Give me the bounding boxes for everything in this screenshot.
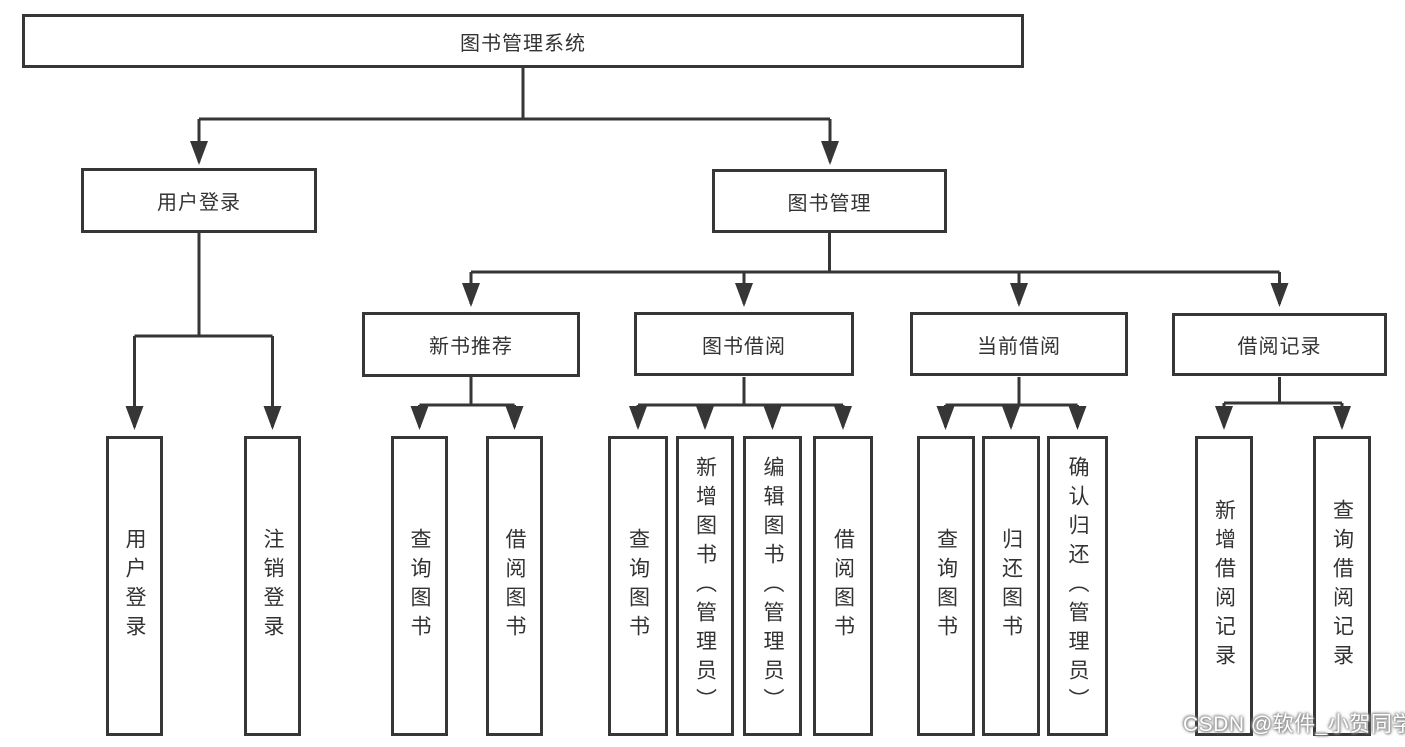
leaf-query-borrow-record: 查询借阅记录	[1313, 436, 1371, 736]
node-new-book-recommend-label: 新书推荐	[429, 336, 513, 358]
node-borrow-records-label: 借阅记录	[1237, 336, 1322, 358]
leaf-user-login-label: 用户登录	[123, 528, 146, 644]
leaf-borrow-books-1-label: 借阅图书	[503, 528, 526, 644]
leaf-user-login: 用户登录	[106, 436, 163, 736]
node-current-borrow: 当前借阅	[910, 312, 1128, 376]
tree-branch-lines	[134, 68, 1342, 407]
leaf-query-books-2: 查询图书	[608, 436, 668, 736]
leaf-query-borrow-record-label: 查询借阅记录	[1330, 499, 1354, 673]
leaf-query-books-1: 查询图书	[391, 436, 448, 736]
node-root: 图书管理系统	[22, 14, 1024, 68]
leaf-borrow-books-1: 借阅图书	[486, 436, 543, 736]
leaf-borrow-books-2-label: 借阅图书	[831, 528, 855, 644]
node-book-borrow-label: 图书借阅	[702, 335, 786, 358]
leaf-confirm-return-admin-label: 确认归还（管理员）	[1066, 455, 1089, 717]
leaf-return-books: 归还图书	[982, 436, 1040, 736]
leaf-add-borrow-record: 新增借阅记录	[1195, 436, 1253, 736]
leaf-add-books-admin-label: 新增图书（管理员）	[693, 455, 717, 717]
leaf-borrow-books-2: 借阅图书	[813, 436, 873, 736]
node-book-borrow: 图书借阅	[634, 312, 854, 376]
node-current-borrow-label: 当前借阅	[977, 335, 1061, 358]
node-book-management-label: 图书管理	[787, 192, 872, 215]
node-root-label: 图书管理系统	[460, 32, 586, 55]
node-book-management: 图书管理	[712, 169, 947, 233]
leaf-query-books-1-label: 查询图书	[408, 528, 431, 644]
leaf-logout-login-label: 注销登录	[261, 528, 284, 644]
leaf-add-books-admin: 新增图书（管理员）	[676, 436, 734, 736]
node-user-login: 用户登录	[81, 168, 317, 233]
leaf-confirm-return-admin: 确认归还（管理员）	[1047, 436, 1108, 736]
leaf-query-books-2-label: 查询图书	[626, 528, 650, 644]
node-user-login-label: 用户登录	[157, 192, 241, 214]
leaf-return-books-label: 归还图书	[999, 528, 1023, 644]
csdn-watermark: CSDN @软件_小贺同学	[1183, 713, 1405, 736]
leaf-query-books-3-label: 查询图书	[934, 528, 958, 644]
leaf-edit-books-admin: 编辑图书（管理员）	[743, 436, 802, 736]
node-new-book-recommend: 新书推荐	[362, 312, 580, 377]
node-borrow-records: 借阅记录	[1172, 313, 1387, 376]
leaf-logout-login: 注销登录	[244, 436, 301, 736]
leaf-query-books-3: 查询图书	[917, 436, 975, 736]
leaf-add-borrow-record-label: 新增借阅记录	[1212, 499, 1236, 673]
leaf-edit-books-admin-label: 编辑图书（管理员）	[761, 455, 784, 717]
